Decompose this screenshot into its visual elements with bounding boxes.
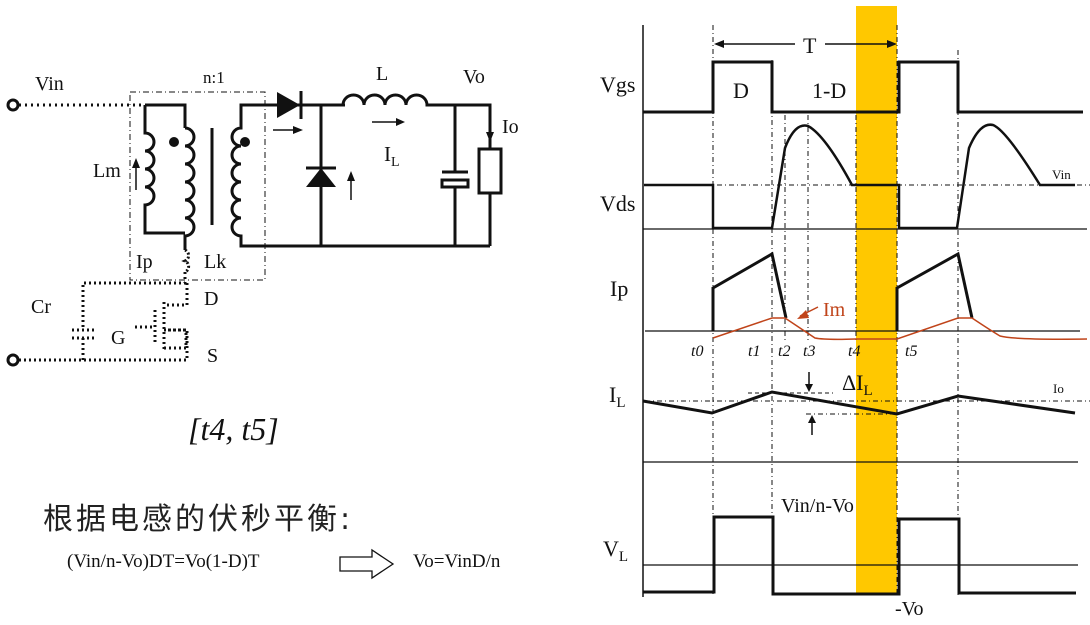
s-label: S xyxy=(207,345,218,367)
row-label-vgs: Vgs xyxy=(600,72,635,97)
io-ref-label: Io xyxy=(1053,381,1064,396)
output-capacitor xyxy=(440,178,470,189)
im-waveform xyxy=(712,317,1088,341)
load-resistor xyxy=(477,147,503,195)
duty-label: D xyxy=(733,78,749,103)
output-inductor xyxy=(341,93,492,149)
t0-label: t0 xyxy=(691,343,703,360)
ground-terminal xyxy=(6,353,20,367)
delta-il-label: ΔIL xyxy=(842,370,873,399)
il-label: IL xyxy=(384,142,400,170)
vl-waveform xyxy=(643,515,1076,596)
t4-label: t4 xyxy=(848,343,860,360)
io-label: Io xyxy=(502,116,519,138)
volt-second-balance-heading: 根据电感的伏秒平衡: xyxy=(43,502,354,537)
t5-label: t5 xyxy=(905,343,917,360)
equation-left: (Vin/n-Vo)DT=Vo(1-D)T xyxy=(67,551,260,572)
vin-label: Vin xyxy=(35,73,64,95)
ip-waveform-2 xyxy=(895,251,974,331)
lm-label: Lm xyxy=(93,160,121,182)
t2-label: t2 xyxy=(778,343,790,360)
period-arrow xyxy=(714,40,897,48)
transformer-box xyxy=(129,91,266,281)
off-label: 1-D xyxy=(812,78,846,103)
d-label: D xyxy=(204,288,218,310)
vds-waveform xyxy=(644,123,1075,230)
row-label-vds: Vds xyxy=(600,191,635,216)
t1-label: t1 xyxy=(748,343,760,360)
lk-label: Lk xyxy=(204,251,226,273)
row-label-vl: VL xyxy=(603,536,628,565)
lk-coil xyxy=(181,248,191,274)
circuit xyxy=(6,91,503,367)
lm-coil xyxy=(143,105,185,235)
vo-label: Vo xyxy=(463,66,485,88)
primary-wire xyxy=(145,103,187,128)
primary-winding xyxy=(183,126,196,250)
row-label-ip: Ip xyxy=(610,276,628,301)
delta-il-arrows xyxy=(805,372,816,435)
t3-label: t3 xyxy=(803,343,815,360)
switch-wiring xyxy=(19,272,189,362)
primary-dot xyxy=(169,137,179,147)
vds-ref-label: Vin xyxy=(1052,167,1071,182)
secondary-winding xyxy=(230,103,490,248)
ip-label: Ip xyxy=(136,251,153,273)
interval-label: [t4, t5] xyxy=(188,411,279,447)
g-label: G xyxy=(111,327,125,349)
period-label: T xyxy=(803,33,817,58)
implies-arrow xyxy=(339,548,395,580)
secondary-dot xyxy=(240,137,250,147)
vin-terminal xyxy=(6,98,20,112)
vl-low-label: -Vo xyxy=(895,598,924,620)
vgs-waveform xyxy=(643,60,1083,114)
vl-high-label: Vin/n-Vo xyxy=(781,495,854,517)
ip-waveform-1 xyxy=(711,251,788,331)
equation-right: Vo=VinD/n xyxy=(413,551,501,572)
t4-t5-highlight xyxy=(856,6,897,595)
il-waveform xyxy=(642,390,1076,416)
ratio-label: n:1 xyxy=(203,68,225,87)
row-label-il: IL xyxy=(609,382,626,411)
im-label: Im xyxy=(823,299,846,321)
l-label: L xyxy=(376,63,388,85)
cr-label: Cr xyxy=(31,296,51,318)
freewheel-diode xyxy=(306,168,336,187)
